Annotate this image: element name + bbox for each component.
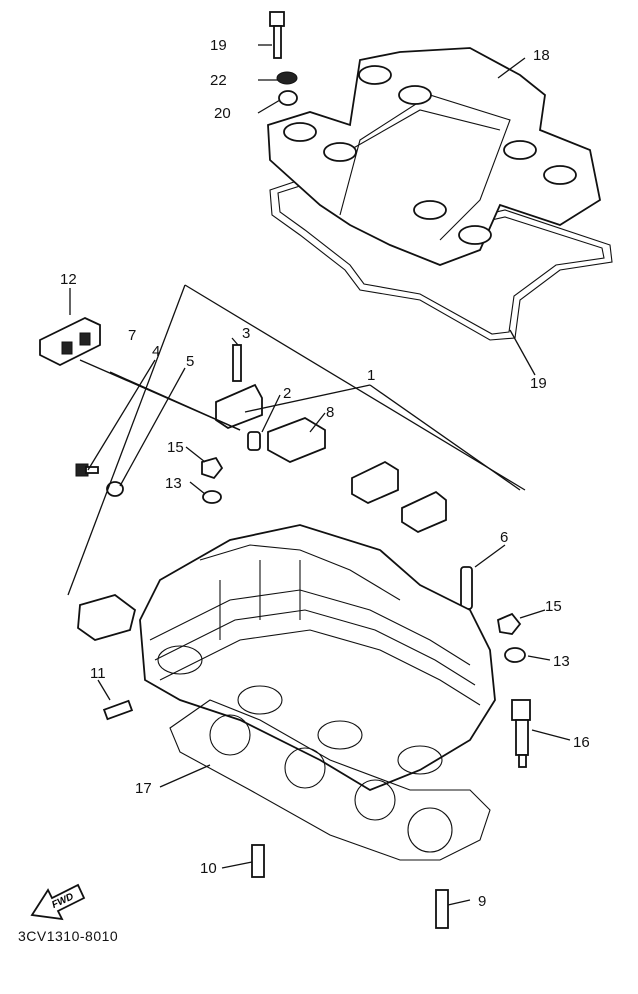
cover-bolt [269,11,285,59]
cam-cap-3 [215,344,263,430]
callout-14: 13 [165,475,182,492]
callout-8: 8 [326,404,334,421]
callout-3: 3 [242,325,250,342]
callout-2: 2 [283,385,291,402]
callout-11: 11 [90,665,106,682]
head-gasket [169,699,491,861]
callout-19: 19 [530,375,547,392]
spark-plug-16 [511,699,531,768]
callout-5: 5 [186,353,194,370]
stud-9 [435,889,449,929]
cylinder-head-cover [267,47,613,341]
callout-15-right: 15 [545,598,562,615]
callout-22: 22 [210,72,227,89]
callout-6: 6 [500,529,508,546]
cover-grommet [276,71,298,85]
callout-21: 20 [214,105,231,122]
screw-7 [75,463,99,477]
callout-15-upper: 15 [167,439,184,456]
callout-10: 10 [200,860,217,877]
stud-11 [102,699,134,721]
callout-4: 4 [152,343,160,360]
stud-10 [251,844,265,878]
cam-cap-b [401,490,447,534]
cylinder-head [139,524,496,792]
callout-17: 17 [135,780,152,797]
bracket-lower-left [77,594,137,641]
cover-washer [278,90,298,106]
callout-1: 1 [367,367,375,384]
callout-9: 9 [478,893,486,910]
washer-13 [504,647,526,663]
washer-14 [202,490,222,504]
drawing-code: 3CV1310-8010 [18,928,119,944]
bracket-12 [39,317,101,367]
leader-lines [67,44,571,906]
fwd-arrow: FWD [30,883,86,921]
callout-12: 12 [60,271,77,288]
cap-nut-15-right [496,612,522,635]
callout-18: 18 [533,47,550,64]
cap-nut-15-upper [201,456,224,480]
washer-5 [106,481,124,497]
dowel-6 [460,566,473,610]
callout-20: 19 [210,37,227,54]
callout-7: 7 [128,327,136,344]
callout-13: 13 [553,653,570,670]
dowel-pin-2 [247,431,261,451]
callout-16: 16 [573,734,590,751]
cam-cap-8 [267,417,326,463]
cam-cap-a [351,460,399,505]
